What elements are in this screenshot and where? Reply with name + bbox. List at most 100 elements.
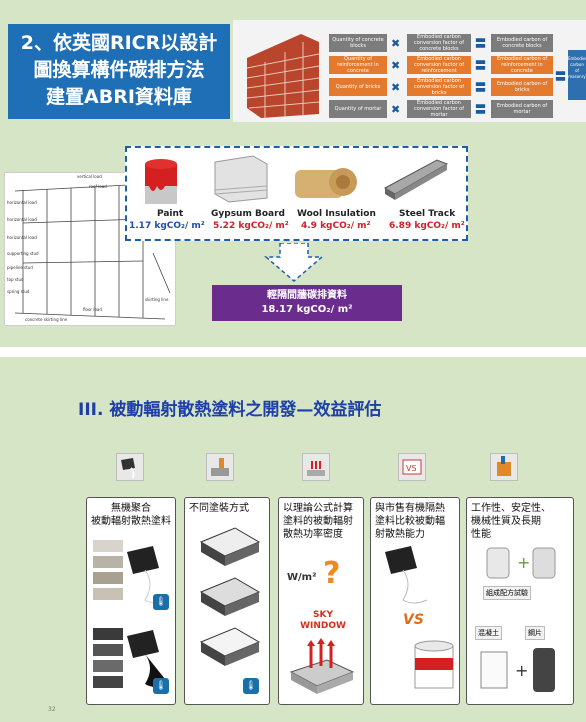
wool-insulation-icon — [295, 168, 357, 198]
compare-vs-icon: VS — [398, 453, 426, 481]
materials-mix-icon: + — [480, 648, 555, 692]
pour-paint-icon — [116, 453, 144, 481]
frame-label: horizontal load — [7, 217, 37, 222]
flow-result-3: Embodied carbon of bricks — [491, 78, 553, 96]
materials-box: Paint 1.17 kgCO₂/ m² Gypsum Board 5.22 k… — [125, 146, 468, 241]
sample-swatch — [93, 676, 123, 688]
svg-text:VS: VS — [406, 464, 417, 473]
sample-swatch — [93, 572, 123, 584]
flow-result-4: Embodied carbon of mortar — [491, 100, 553, 118]
thermometer-icon: 🌡 — [153, 594, 169, 610]
flow-total: Embodied carbon of masonry — [568, 50, 586, 100]
sample-swatch — [93, 588, 123, 600]
multiply-icon: ✖ — [391, 59, 401, 72]
sample-swatch — [93, 644, 123, 656]
frame-label: horizontal load — [7, 235, 37, 240]
frame-label: horizontal load — [7, 200, 37, 205]
frame-label: roof load — [89, 184, 107, 189]
unit-label: W/m² — [287, 572, 317, 583]
slide-title: 2、依英國RICR以設計 圖換算構件碳排方法 建置ABRI資料庫 — [8, 24, 230, 119]
material-value: 6.89 kgCO₂/ m² — [389, 221, 465, 231]
thermometer-icon: 🌡 — [153, 678, 169, 694]
brick-wall-icon — [246, 34, 320, 118]
paint-bucket-icon — [490, 453, 518, 481]
multiply-icon: ✖ — [391, 103, 401, 116]
card-title: 無機聚合 被動輻射散熱塗料 — [91, 503, 171, 527]
multiply-icon: ✖ — [391, 81, 401, 94]
brush-coating-icon — [206, 453, 234, 481]
result-title: 輕隔間牆碳排資料 — [267, 290, 347, 301]
material-name: Wool Insulation — [297, 209, 376, 219]
material-name: Paint — [157, 209, 184, 219]
bottom-slide: III. 被動輻射散熱塗料之開發—效益評估 VS 無機聚合 被動輻射散熱塗料 — [0, 357, 586, 722]
card-performance: 工作性、安定性、 機械性質及長期 性能 + 組成配方試驗 混凝土 鋼片 + — [466, 497, 574, 705]
title-line: 建置ABRI資料庫 — [46, 86, 192, 108]
equals-icon: 〓 — [475, 59, 486, 72]
frame-label: spring stud — [7, 289, 30, 294]
paint-can-icon — [145, 159, 177, 204]
card-title: 工作性、安定性、 機械性質及長期 性能 — [471, 503, 551, 540]
flow-factor-4: Embodied carbon conversion factor of mor… — [407, 100, 471, 118]
material-name: Steel Track — [399, 209, 456, 219]
sky-window-label: SKY WINDOW — [300, 610, 346, 631]
formula-test-label: 組成配方試驗 — [483, 586, 531, 600]
material-value: 1.17 kgCO₂/ m² — [129, 221, 205, 231]
material-name: Gypsum Board — [211, 209, 285, 219]
heat-radiation-icon — [302, 453, 330, 481]
frame-label: vertical load — [77, 174, 102, 179]
svg-text:+: + — [515, 661, 528, 680]
card-market-comparison: 與市售有機隔熱 塗料比較被動輻 射散熱能力 VS — [370, 497, 460, 705]
card-title: 與市售有機隔熱 塗料比較被動輻 射散熱能力 — [375, 503, 445, 540]
sample-swatch — [93, 628, 123, 640]
flow-quantity-3: Quantity of bricks — [329, 78, 387, 96]
commercial-paint-icon — [414, 640, 454, 689]
flow-result-2: Embodied carbon of reinforcement in conc… — [491, 56, 553, 74]
equals-icon: 〓 — [475, 81, 486, 94]
carbon-flow-diagram: Quantity of concrete blocks Quantity of … — [233, 20, 586, 122]
card-theoretical-calc: 以理論公式計算 塗料的被動輻射 散熱功率密度 W/m² ? SKY WINDOW — [278, 497, 364, 705]
flow-quantity-4: Quantity of mortar — [329, 100, 387, 118]
question-mark-icon: ? — [323, 556, 341, 591]
page-number: 32 — [48, 706, 56, 713]
steel-plate-label: 鋼片 — [525, 626, 545, 640]
thermometer-icon: 🌡 — [243, 678, 259, 694]
card-inorganic-paint: 無機聚合 被動輻射散熱塗料 🌡 🌡 — [86, 497, 176, 705]
equals-icon: 〓 — [475, 37, 486, 50]
top-slide: 2、依英國RICR以設計 圖換算構件碳排方法 建置ABRI資料庫 Quantit… — [0, 0, 586, 347]
slide-gap — [0, 347, 586, 357]
down-arrow-icon — [264, 243, 324, 282]
title-line: 圖換算構件碳排方法 — [33, 59, 205, 81]
heat-radiation-icon — [289, 638, 355, 694]
frame-label: concrete skirting line — [25, 317, 68, 322]
sample-swatch — [93, 556, 123, 568]
result-value: 18.17 kgCO₂/ m² — [261, 304, 353, 315]
multiply-icon: ✖ — [391, 37, 401, 50]
frame-label: supporting stud — [7, 251, 39, 256]
flow-quantity-1: Quantity of concrete blocks — [329, 34, 387, 52]
frame-label: skirting line — [145, 297, 169, 302]
flow-quantity-2: Quantity of reinforcement in concrete — [329, 56, 387, 74]
card-title: 以理論公式計算 塗料的被動輻射 散熱功率密度 — [283, 503, 353, 540]
section-title: III. 被動輻射散熱塗料之開發—效益評估 — [78, 400, 382, 420]
concrete-label: 混凝土 — [475, 626, 502, 640]
steel-track-icon — [383, 159, 449, 200]
flow-factor-3: Embodied carbon conversion factor of bri… — [407, 78, 471, 96]
sample-swatch — [93, 660, 123, 672]
material-value: 4.9 kgCO₂/ m² — [301, 221, 371, 231]
title-line: 2、依英國RICR以設計 — [20, 32, 218, 54]
powder-bottles-icon: + — [486, 547, 556, 579]
result-box: 輕隔間牆碳排資料 18.17 kgCO₂/ m² — [212, 285, 402, 321]
card-title: 不同塗裝方式 — [189, 503, 249, 514]
card-coating-methods: 不同塗裝方式 🌡 — [184, 497, 270, 705]
equals-icon: 〓 — [475, 103, 486, 116]
frame-label: pipeline stud — [7, 265, 33, 270]
svg-text:+: + — [517, 553, 530, 572]
flow-factor-1: Embodied carbon conversion factor of con… — [407, 34, 471, 52]
flow-result-1: Embodied carbon of concrete blocks — [491, 34, 553, 52]
coating-layers-icon — [199, 527, 261, 666]
flow-factor-2: Embodied carbon conversion factor of rei… — [407, 56, 471, 74]
equals-icon: 〓 — [555, 70, 566, 83]
gypsum-board-icon — [214, 155, 268, 203]
versus-label: VS — [403, 612, 424, 628]
